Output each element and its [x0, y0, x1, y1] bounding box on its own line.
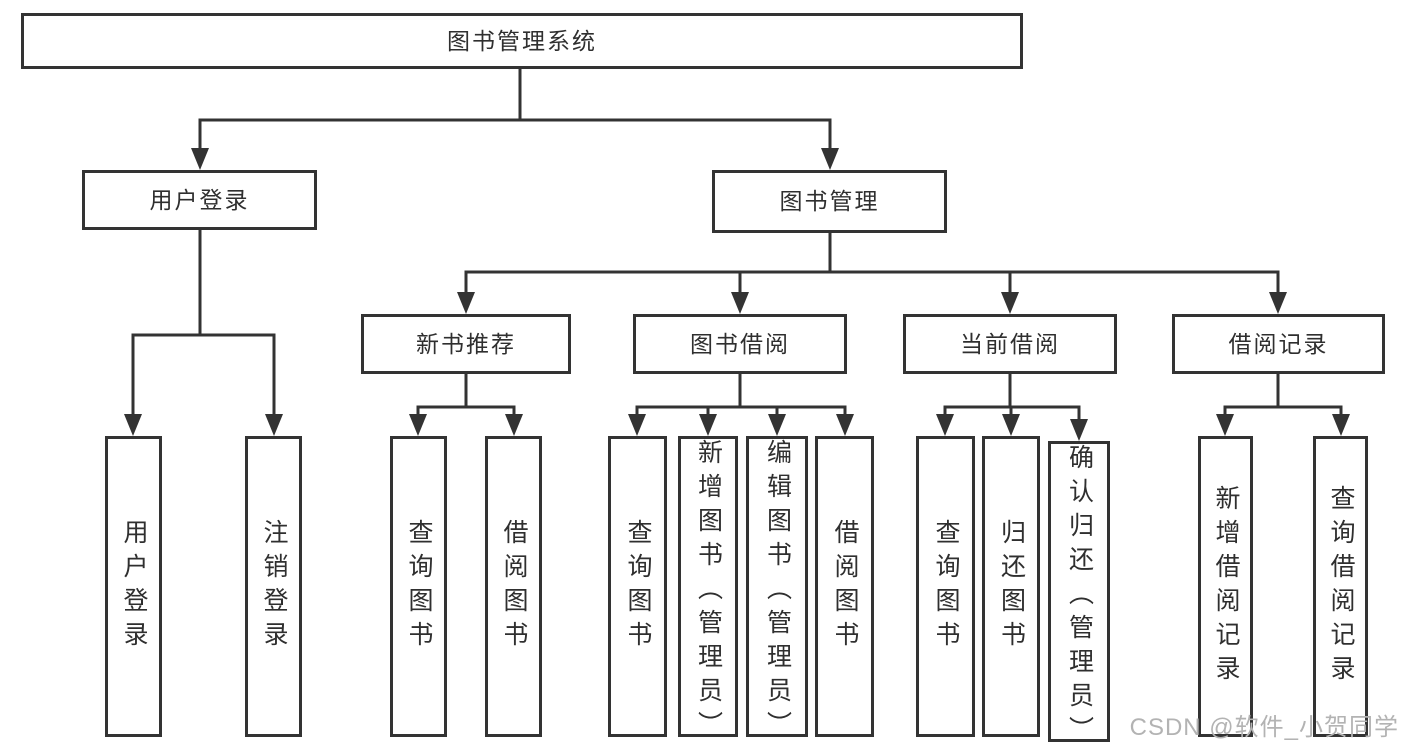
node-recommend-borrow-books: 借阅图书 — [485, 436, 542, 737]
node-current-return-books: 归还图书 — [982, 436, 1040, 737]
node-current-query-books: 查询图书 — [916, 436, 975, 737]
node-user-login-leaf: 用户登录 — [105, 436, 162, 737]
node-borrow-edit-books-admin: 编辑图书（管理员） — [746, 436, 808, 745]
node-records-add-record: 新增借阅记录 — [1198, 436, 1253, 737]
node-records-query-record: 查询借阅记录 — [1313, 436, 1368, 737]
node-user-login: 用户登录 — [82, 170, 317, 230]
node-book-borrowing: 图书借阅 — [633, 314, 847, 374]
node-borrow-query-books: 查询图书 — [608, 436, 667, 737]
node-recommend-query-books: 查询图书 — [390, 436, 447, 737]
node-logout-leaf: 注销登录 — [245, 436, 302, 737]
csdn-watermark: CSDN @软件_小贺同学 — [1129, 714, 1399, 741]
node-root: 图书管理系统 — [21, 13, 1023, 69]
node-book-management: 图书管理 — [712, 170, 947, 233]
node-current-borrowing: 当前借阅 — [903, 314, 1117, 374]
node-borrowing-records: 借阅记录 — [1172, 314, 1385, 374]
node-borrow-borrow-books: 借阅图书 — [815, 436, 874, 737]
node-new-book-recommend: 新书推荐 — [361, 314, 571, 374]
node-borrow-add-books-admin: 新增图书（管理员） — [678, 436, 738, 745]
node-current-confirm-return-admin: 确认归还（管理员） — [1048, 441, 1110, 747]
